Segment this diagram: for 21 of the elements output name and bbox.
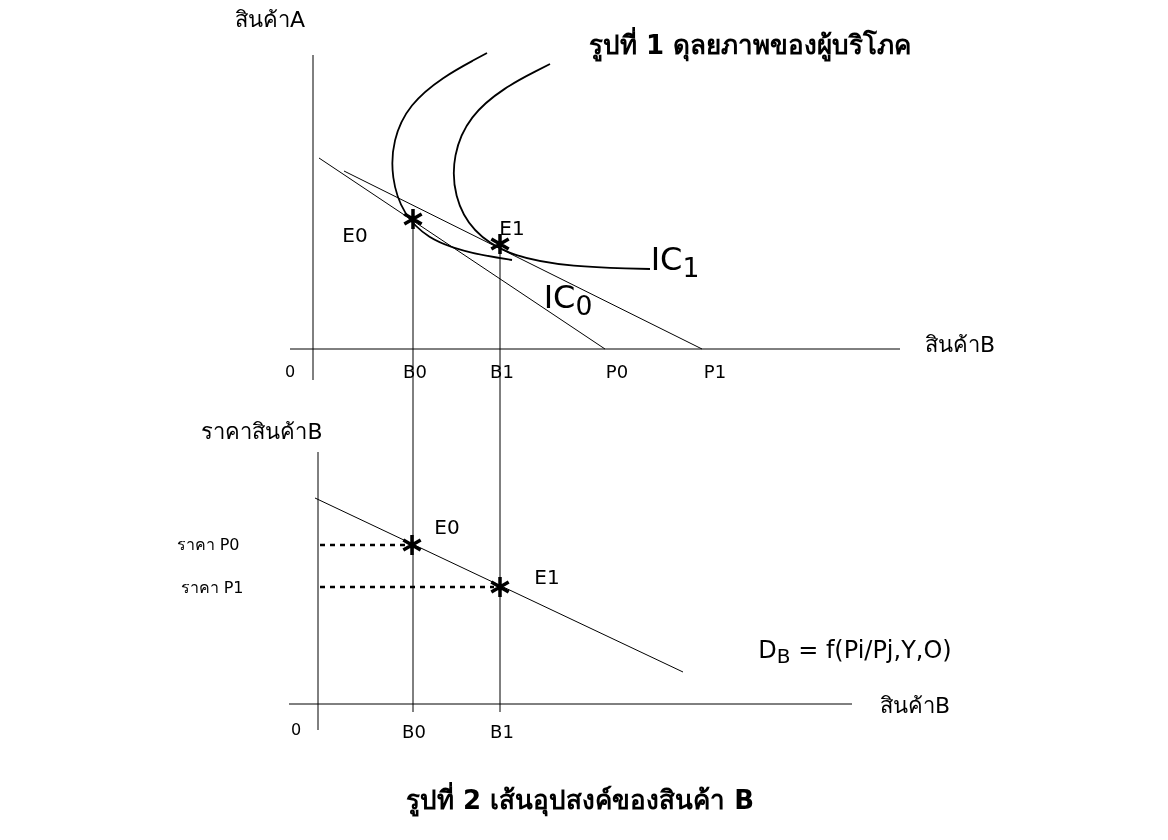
axis-tick-label: P0 — [605, 362, 629, 382]
point-label: E0 — [342, 224, 368, 246]
axis-title: ราคาสินค้าB — [201, 419, 323, 445]
curve-label: IC$_{0}$ — [543, 279, 593, 321]
axis-tick-label: B0 — [403, 362, 427, 382]
axis-tick-label: B1 — [490, 362, 514, 382]
axis-tick-label: 0 — [290, 721, 302, 739]
axis-tick-label: ราคา P0 — [176, 536, 240, 554]
axis-title: สินค้าA — [234, 7, 306, 33]
axis-tick-label: 0 — [284, 363, 296, 381]
axis-tick-label: B1 — [490, 722, 514, 742]
point-label: E1 — [534, 566, 560, 588]
point-label: E0 — [434, 516, 460, 538]
axis-tick-label: ราคา P1 — [180, 579, 244, 597]
axis-title: สินค้าB — [879, 693, 951, 719]
axis-tick-label: P1 — [703, 362, 727, 382]
axis-tick-label: B0 — [402, 722, 426, 742]
curve-label: D$_{B}$ = f(Pi/Pj,Y,O) — [758, 636, 952, 668]
curve-label: IC$_{1}$ — [650, 241, 700, 283]
axis-title: สินค้าB — [924, 332, 996, 358]
point-label: E1 — [499, 217, 525, 239]
